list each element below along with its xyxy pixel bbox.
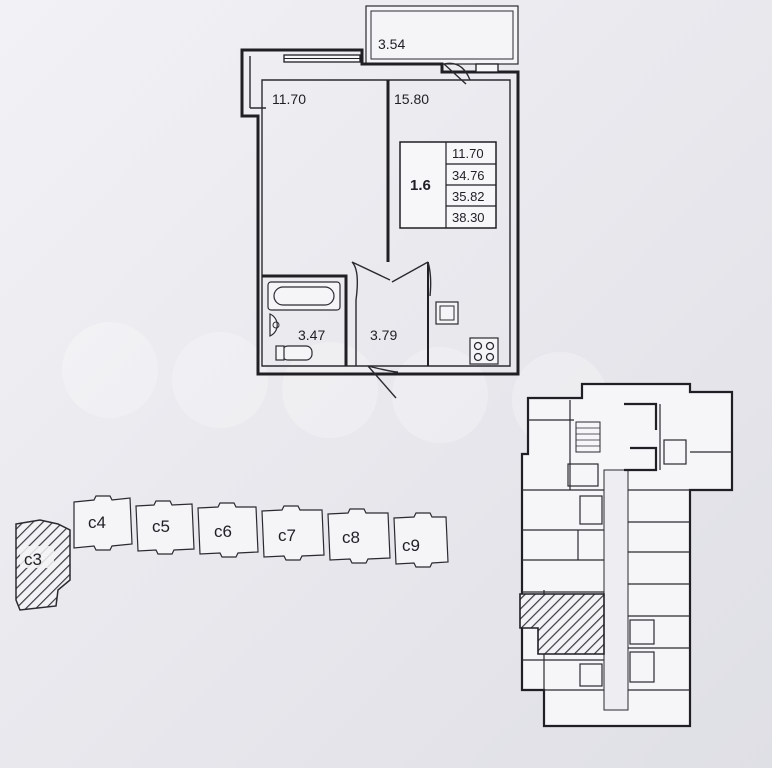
bedroom-door (351, 261, 391, 301)
section-c6: c6 (197, 502, 259, 558)
corridor (603, 469, 629, 711)
kitchen-sink-icon (435, 301, 459, 325)
area-living: 11.70 (452, 146, 484, 161)
window-kitchen (475, 63, 499, 73)
section-label-c5: c5 (152, 517, 170, 536)
stove-icon (469, 337, 499, 365)
building-sections: c3 c4 c5 c6 c7 c8 c9 (15, 495, 449, 611)
section-label-c7: c7 (278, 526, 296, 545)
sink-icon (269, 313, 280, 337)
section-c8: c8 (327, 508, 391, 564)
window-bedroom (283, 54, 361, 63)
toilet-icon (275, 345, 313, 361)
balcony-door (443, 62, 471, 85)
wall-detail (249, 56, 266, 109)
section-label-c6: c6 (214, 522, 232, 541)
bathroom-wall (262, 274, 348, 366)
area-with-balcony: 35.82 (452, 189, 485, 204)
section-label-c4: c4 (88, 513, 106, 532)
section-c5: c5 (135, 500, 195, 555)
core-walls (624, 402, 658, 472)
bathtub-icon (267, 281, 341, 311)
unit-number: 1.6 (410, 177, 431, 194)
floor-overview-plan (519, 382, 734, 728)
bathroom-area-label: 3.47 (298, 327, 325, 343)
entrance-door (367, 365, 399, 399)
area-full: 38.30 (452, 210, 485, 225)
section-c7: c7 (261, 505, 325, 561)
right-apartments (628, 404, 732, 691)
apartment-plan: 3.54 (240, 5, 520, 399)
section-c9: c9 (393, 512, 449, 568)
section-c4: c4 (73, 495, 133, 551)
area-total: 34.76 (452, 168, 485, 183)
highlighted-unit (519, 593, 605, 655)
area-table: 1.6 11.70 34.76 35.82 38.30 (399, 141, 497, 229)
stair-icon (575, 421, 601, 453)
hallway-area-label: 3.79 (370, 327, 397, 343)
section-label-c8: c8 (342, 528, 360, 547)
apartment-outer-wall (240, 48, 520, 376)
section-c3-label-bg (20, 546, 54, 568)
balcony: 3.54 (365, 5, 519, 65)
balcony-area-label: 3.54 (378, 36, 405, 52)
kitchen-door (391, 261, 432, 297)
bedroom-area-label: 11.70 (272, 91, 306, 107)
kitchen-living-area-label: 15.80 (394, 91, 429, 107)
section-label-c3: c3 (24, 550, 42, 569)
section-label-c9: c9 (402, 536, 420, 555)
